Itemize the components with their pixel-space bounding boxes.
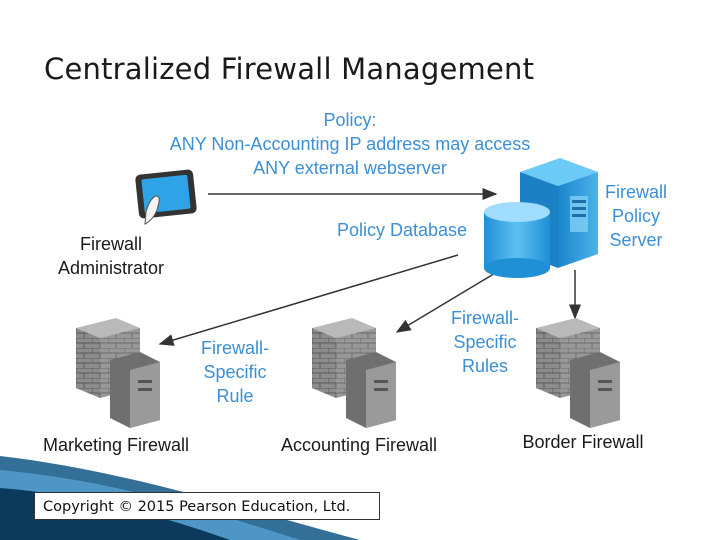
rule-left-line-2: Specific	[203, 362, 267, 382]
rule-label-left: Firewall- Specific Rule	[190, 336, 280, 408]
marketing-firewall-label: Marketing Firewall	[42, 435, 190, 455]
administrator-label: Firewall Administrator	[46, 232, 176, 280]
policy-line-2: ANY Non-Accounting IP address may access	[169, 134, 531, 154]
policy-line-3: ANY external webserver	[253, 158, 447, 178]
rule-right-line-1: Firewall-	[450, 308, 519, 328]
tablet-icon	[135, 169, 197, 225]
slide-title: Centralized Firewall Management	[44, 52, 535, 86]
marketing-firewall-icon	[76, 318, 160, 428]
policy-database-label: Policy Database	[336, 220, 468, 240]
administrator-line-2: Administrator	[57, 258, 165, 278]
administrator-line-1: Firewall	[79, 234, 142, 254]
copyright-notice: Copyright © 2015 Pearson Education, Ltd.	[34, 492, 380, 520]
policy-server-label: Firewall Policy Server	[598, 180, 674, 252]
border-firewall-label: Border Firewall	[522, 432, 644, 452]
rule-right-line-2: Specific	[453, 332, 517, 352]
accounting-firewall-icon	[312, 318, 396, 428]
db-to-accounting-arrow	[395, 271, 498, 333]
rule-right-line-3: Rules	[461, 356, 509, 376]
border-firewall-icon	[536, 318, 620, 428]
policy-server-line-1: Firewall	[604, 182, 667, 202]
db-to-marketing-arrow	[158, 254, 459, 346]
policy-server-line-2: Policy	[611, 206, 660, 226]
rules-label-right: Firewall- Specific Rules	[440, 306, 530, 378]
policy-text: Policy: ANY Non-Accounting IP address ma…	[140, 108, 560, 180]
accounting-firewall-label: Accounting Firewall	[280, 435, 438, 455]
rule-left-line-1: Firewall-	[200, 338, 269, 358]
policy-server-line-3: Server	[609, 230, 663, 250]
policy-line-1: Policy:	[323, 110, 377, 130]
policy-database-icon	[484, 202, 550, 278]
rule-left-line-3: Rule	[216, 386, 254, 406]
